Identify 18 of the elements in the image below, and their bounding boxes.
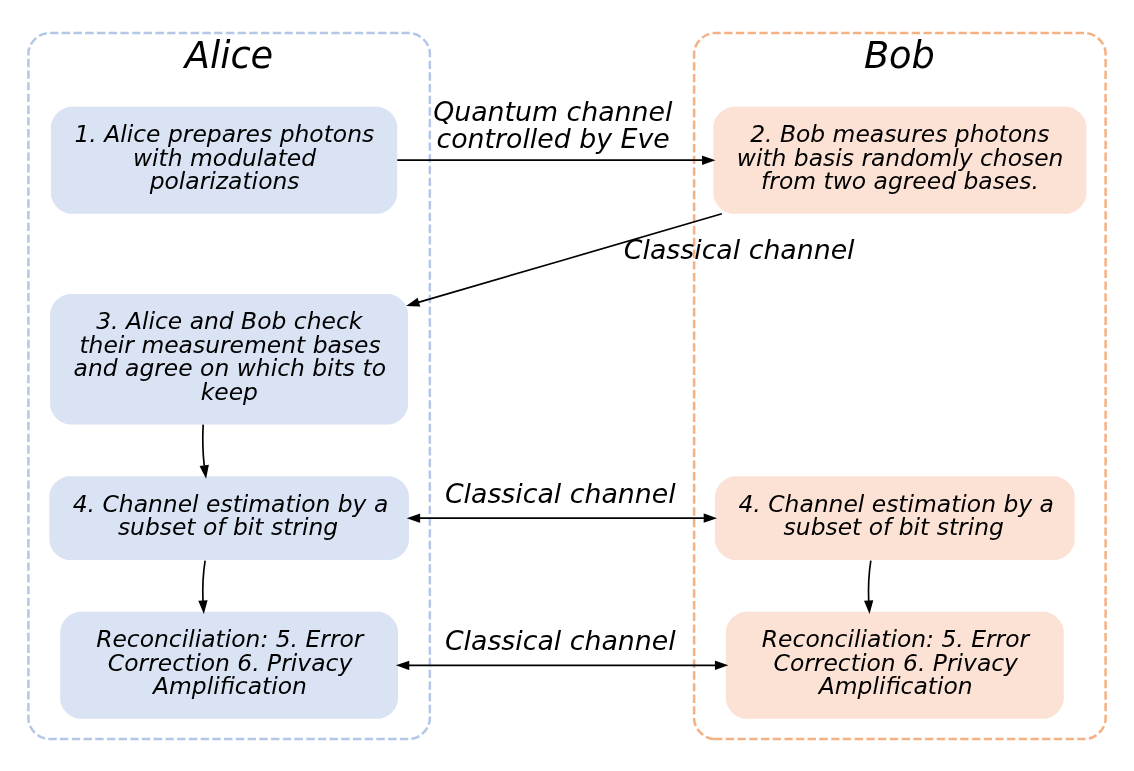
arrow	[406, 512, 718, 523]
node-box: Reconciliation: 5. Error Correction 6. Privacy Amplification	[725, 611, 1064, 719]
edge-label: Quantum channel controlled by Eve	[433, 95, 673, 154]
arrow	[864, 559, 874, 614]
node-box: 2. Bob measures photons with basis randomly chosen from two agreed bases.	[713, 106, 1087, 214]
node-box: Reconciliation: 5. Error Correction 6. Privacy Amplification	[60, 611, 399, 719]
node-box: 4. Channel estimation by a subset of bit string	[715, 475, 1075, 560]
arrow	[199, 423, 209, 479]
arrow	[396, 155, 716, 165]
arrow	[395, 660, 729, 670]
arrow	[406, 212, 723, 307]
arrow	[198, 559, 208, 614]
node-box: 1. Alice prepares photons with modulated polarizations	[51, 106, 398, 214]
edge-label: Classical channel	[623, 233, 855, 265]
edge-label: Classical channel	[444, 624, 676, 656]
node-box: 4. Channel estimation by a subset of bit string	[49, 475, 409, 560]
edge-label: Classical channel	[444, 477, 676, 509]
node-box: 3. Alice and Bob check their measurement bases and agree on which bits to keep	[50, 293, 409, 424]
